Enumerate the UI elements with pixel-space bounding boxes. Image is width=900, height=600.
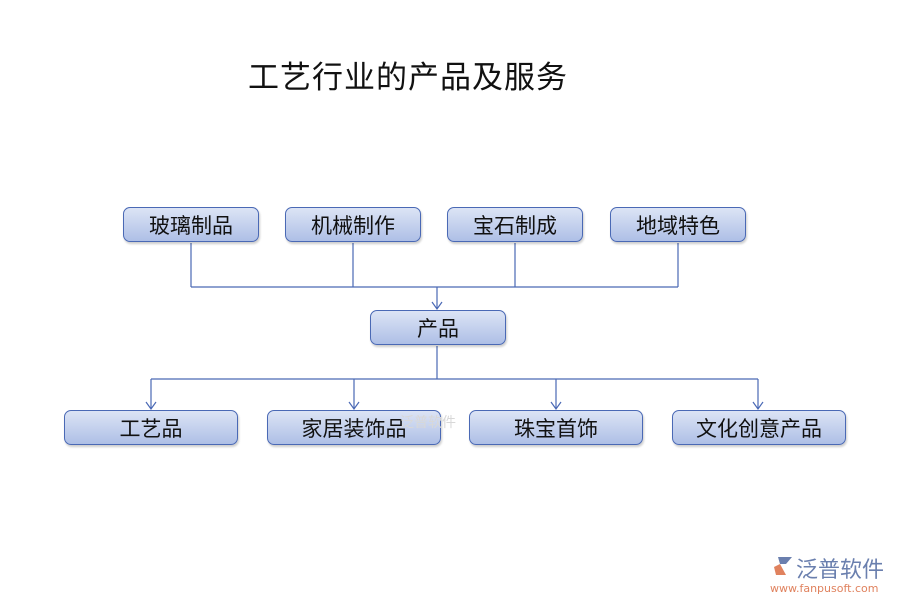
logo-url: www.fanpusoft.com — [770, 582, 879, 595]
node-gem: 宝石制成 — [447, 207, 583, 242]
node-glass: 玻璃制品 — [123, 207, 259, 242]
watermark: 泛普软件 — [400, 415, 456, 431]
node-creative: 文化创意产品 — [672, 410, 846, 445]
logo: 泛普软件 www.fanpusoft.com — [770, 552, 884, 595]
connector-top — [190, 243, 679, 309]
logo-icon — [774, 557, 792, 575]
node-machinery: 机械制作 — [285, 207, 421, 242]
diagram-title: 工艺行业的产品及服务 — [248, 60, 568, 96]
arrow-head — [145, 401, 764, 411]
logo-name: 泛普软件 — [796, 558, 885, 583]
node-product: 产品 — [370, 310, 506, 345]
node-home-decor: 家居装饰品 — [267, 410, 441, 445]
node-jewelry: 珠宝首饰 — [469, 410, 643, 445]
node-regional: 地域特色 — [610, 207, 746, 242]
node-crafts: 工艺品 — [64, 410, 238, 445]
arrow-head — [431, 301, 443, 311]
connector-bottom — [150, 346, 759, 409]
